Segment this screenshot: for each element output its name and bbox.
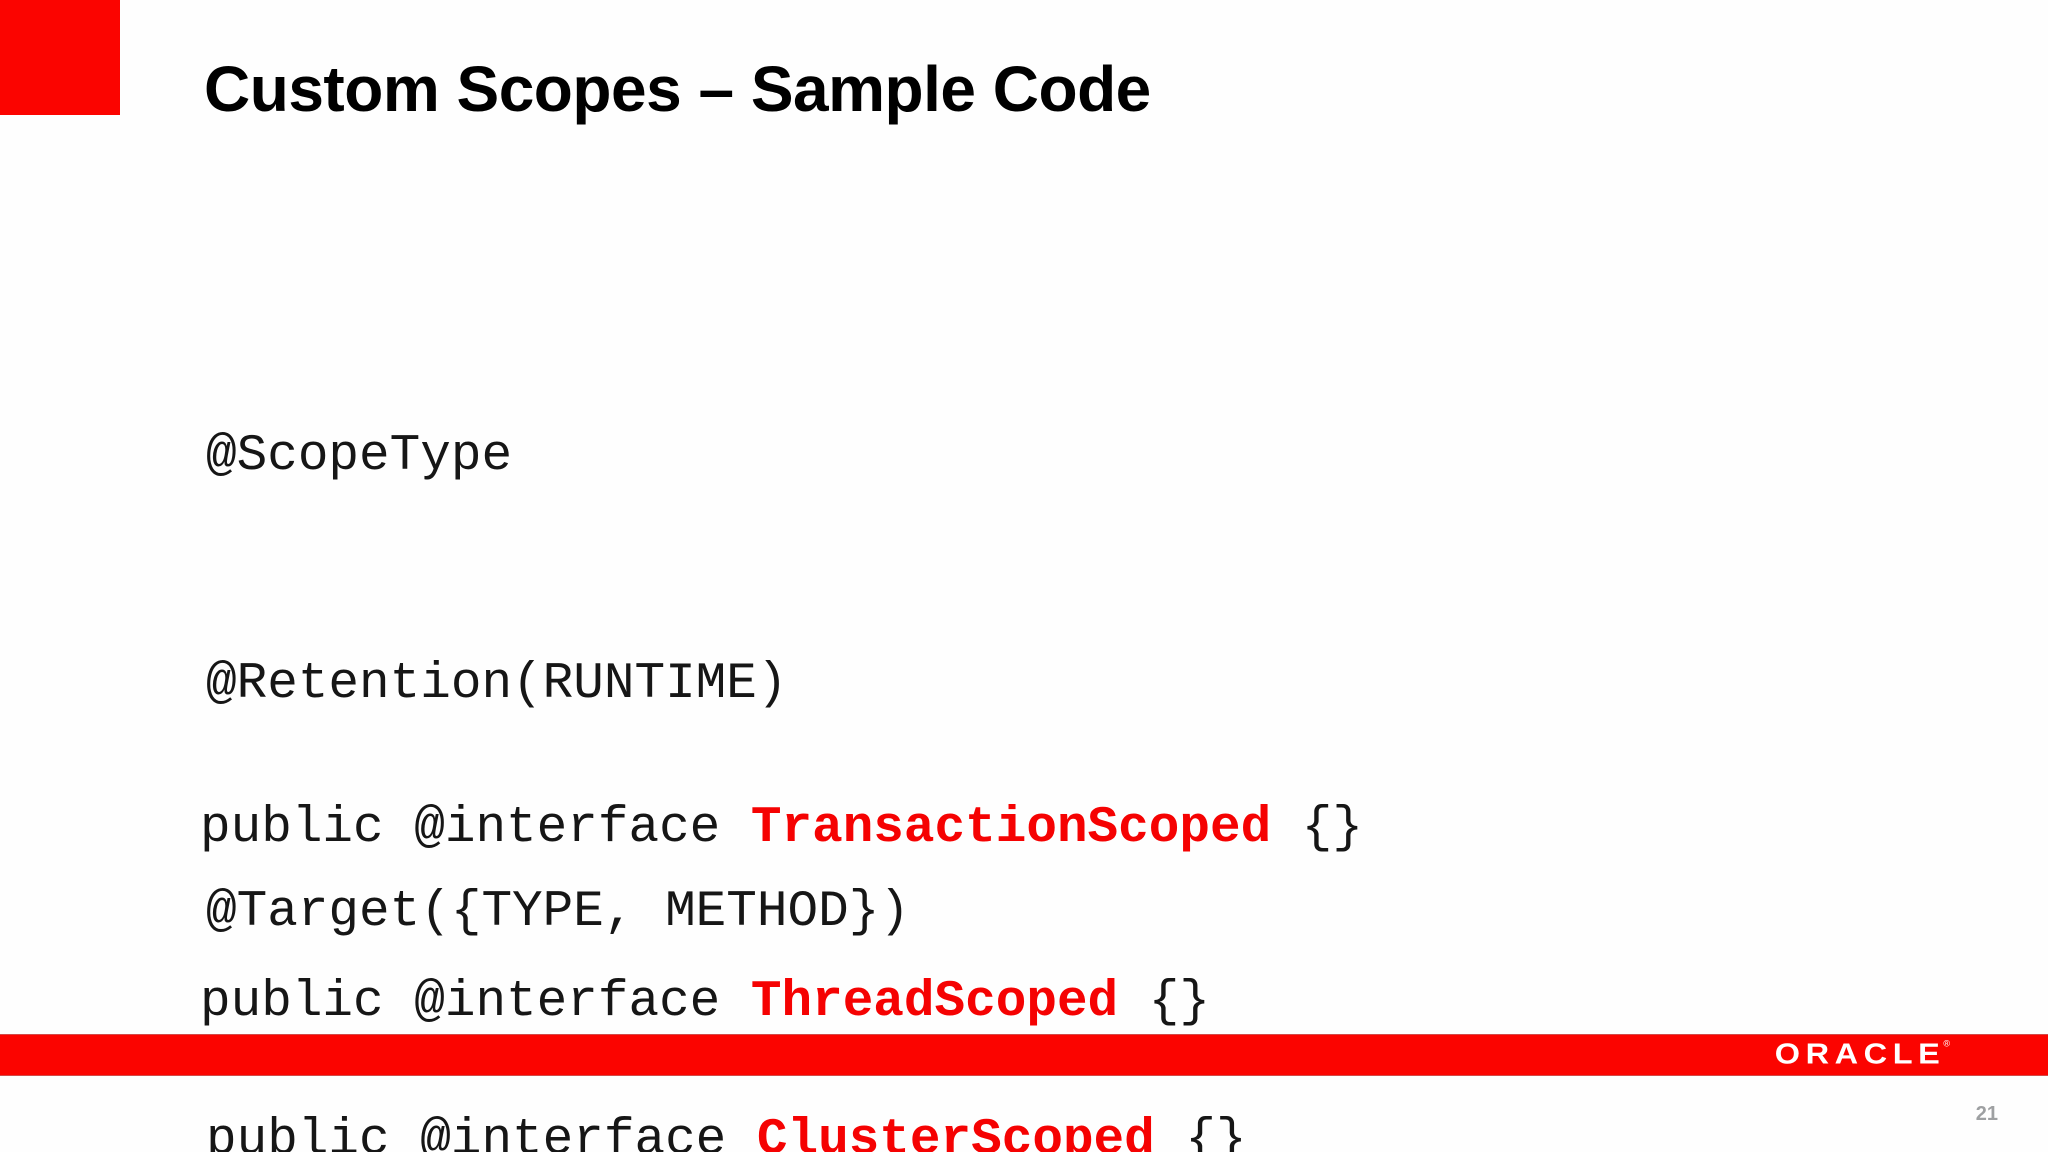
code-keyword-thread-scoped: ThreadScoped xyxy=(750,974,1119,1031)
code-declaration-suffix: {} xyxy=(1118,974,1210,1031)
slide-title: Custom Scopes – Sample Code xyxy=(204,53,1151,125)
code-keyword-transaction-scoped: TransactionScoped xyxy=(750,800,1272,857)
page-number: 21 xyxy=(1975,1103,1998,1125)
code-keyword-cluster-scoped: ClusterScoped xyxy=(756,1112,1155,1152)
code-line-thread-scoped-declaration: public @interface ThreadScoped {} xyxy=(200,965,1210,1041)
code-block-scope-type: @ScopeType @Retention(RUNTIME) @Target({… xyxy=(206,267,1247,1152)
code-declaration-suffix: {} xyxy=(1271,800,1364,857)
oracle-logo: ORACLE® xyxy=(1775,1038,1952,1070)
code-declaration-prefix: public @interface xyxy=(200,800,751,857)
code-declaration-suffix: {} xyxy=(1154,1112,1247,1152)
code-block-thread-scoped: public @interface ThreadScoped {} xyxy=(200,813,1210,1152)
corner-accent-square xyxy=(0,0,120,115)
code-line-cluster-scoped-declaration: public @interface ClusterScoped {} xyxy=(206,1103,1247,1152)
footer-red-bar: ORACLE® xyxy=(0,1034,2048,1076)
code-line-retention-annotation: @Retention(RUNTIME) xyxy=(206,656,788,713)
code-line-target-annotation: @Target({TYPE, METHOD}) xyxy=(206,884,910,941)
code-declaration-prefix: public @interface xyxy=(206,1112,757,1152)
code-block-transaction-scoped: public @interface TransactionScoped {} xyxy=(200,639,1363,1019)
oracle-logo-wordmark: ORACLE xyxy=(1774,1038,1946,1071)
code-declaration-prefix: public @interface xyxy=(200,974,751,1031)
code-line-scope-type-annotation: @ScopeType xyxy=(206,428,513,485)
code-line-transaction-scoped-declaration: public @interface TransactionScoped {} xyxy=(200,791,1363,867)
registered-trademark-symbol: ® xyxy=(1943,1038,1950,1049)
